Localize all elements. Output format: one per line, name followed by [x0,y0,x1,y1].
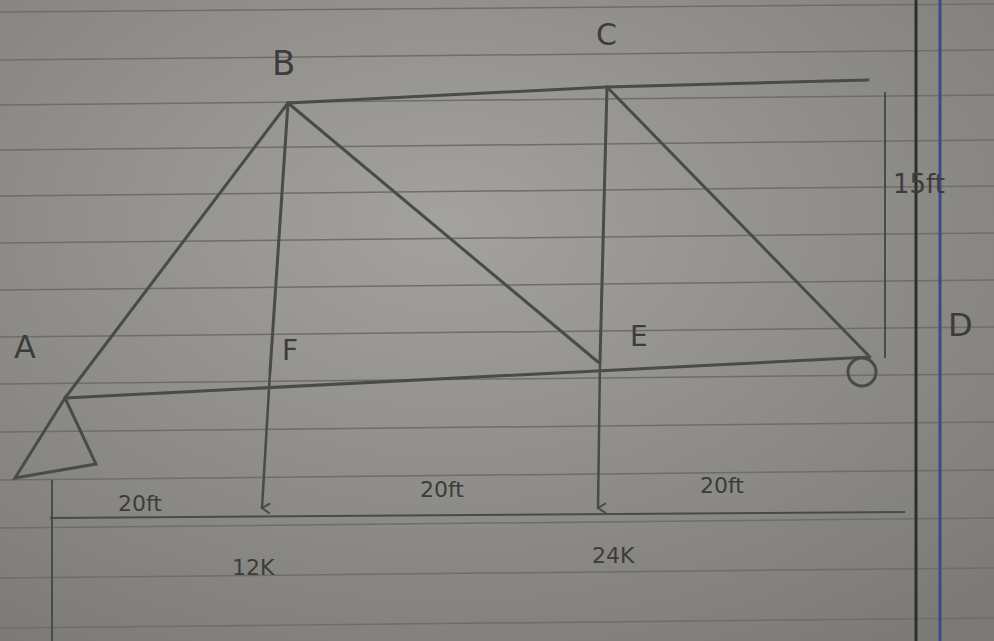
dimension-label: 20ft [420,478,464,502]
dimension-line [51,480,53,641]
load-arrows [262,362,600,508]
joint-label: B [272,45,295,82]
margin-line [939,0,942,641]
joint-label: A [14,330,36,365]
dimension-line [50,512,905,518]
joint-label: E [630,322,648,353]
load-label: 24K [592,544,634,568]
dimension-line [884,92,886,358]
dimension-label: 15ft [893,170,945,199]
pin-support [15,398,96,478]
joint-label: F [282,336,298,367]
truss-members [65,80,870,398]
ruled-lines [0,4,994,628]
joint-label: D [948,308,973,343]
margin-line [915,0,918,641]
load-label: 12K [232,556,274,580]
dimension-label: 20ft [700,474,744,498]
joint-label: C [596,18,617,51]
roller-support [848,358,876,386]
dimension-label: 20ft [118,492,162,516]
